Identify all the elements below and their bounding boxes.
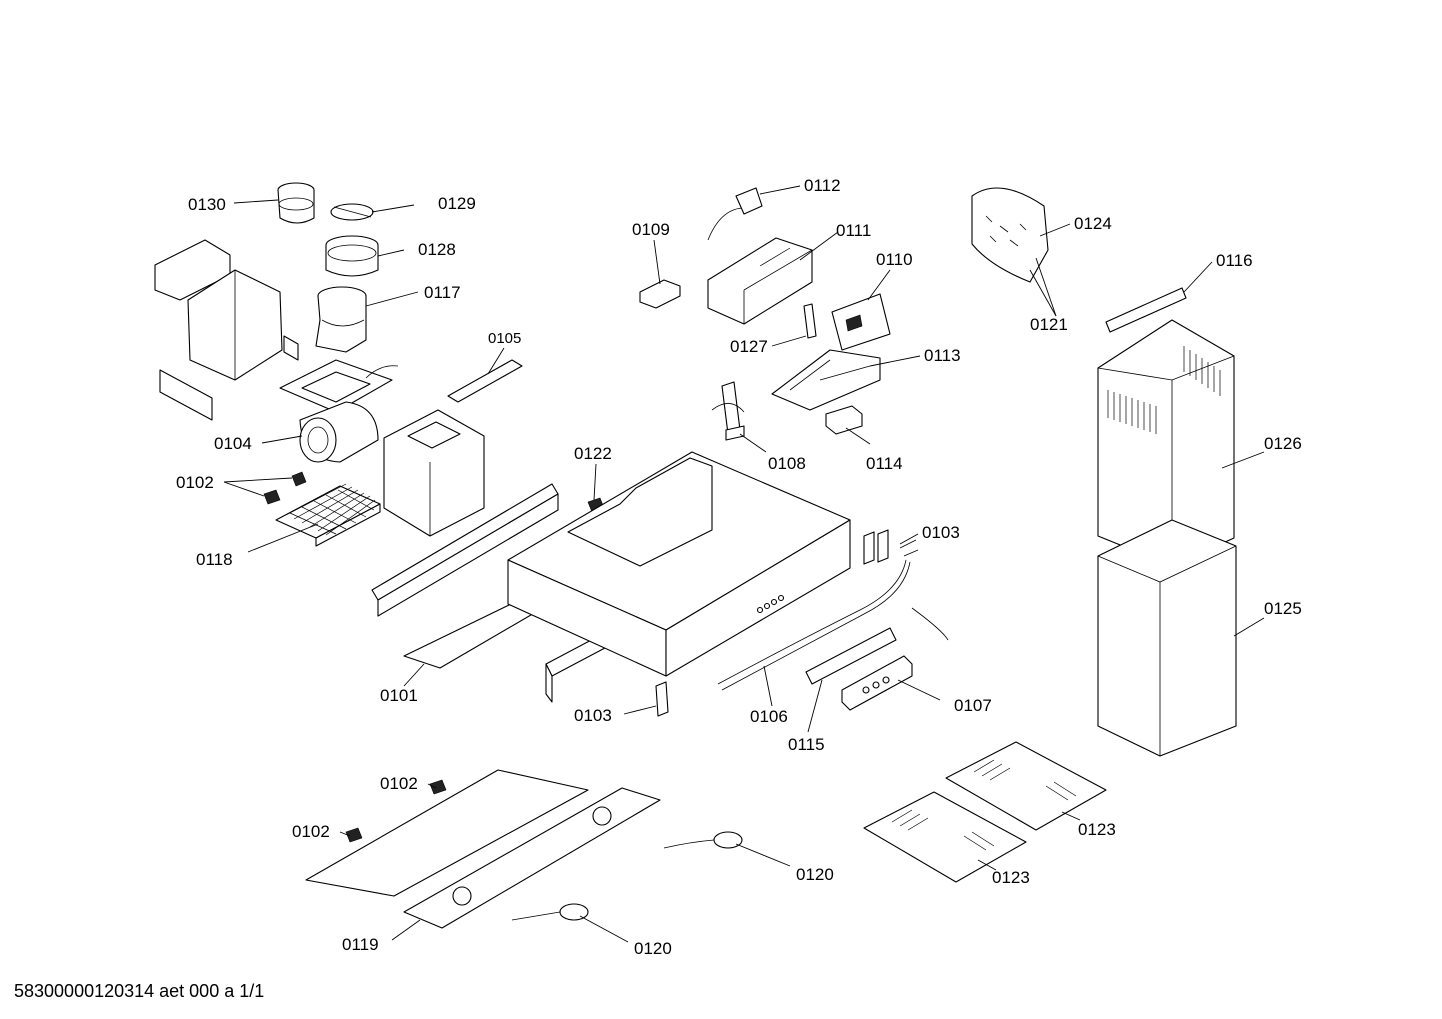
label-0124: 0124 — [1074, 214, 1112, 233]
leader-lines — [223, 185, 1265, 943]
duct-collar-0128 — [325, 235, 379, 277]
label-0129: 0129 — [438, 194, 476, 213]
wire-0103 — [899, 539, 919, 557]
label-0127: 0127 — [730, 337, 768, 356]
control-panel-0107 — [841, 607, 949, 711]
label-0125: 0125 — [1264, 599, 1302, 618]
label-0113: 0113 — [924, 346, 961, 365]
label-0114: 0114 — [866, 454, 903, 473]
wire-harness-0106 — [717, 559, 911, 691]
hardware-bag-0124 — [971, 187, 1049, 283]
label-0122: 0122 — [574, 444, 612, 463]
label-0123-back: 0123 — [1078, 820, 1116, 839]
lower-chimney-0125 — [1097, 519, 1237, 757]
duct-adapter-0117 — [315, 286, 367, 353]
label-0107: 0107 — [954, 696, 992, 715]
capacitor-0109 — [639, 279, 681, 309]
terminal-housing-0113 — [771, 349, 881, 411]
label-0130: 0130 — [188, 195, 226, 214]
label-0102-lower-b: 0102 — [292, 822, 330, 841]
fan-motor-0104 — [279, 359, 399, 463]
label-0104: 0104 — [214, 434, 252, 453]
label-0126: 0126 — [1264, 434, 1302, 453]
label-0111: 0111 — [836, 221, 871, 240]
mounting-bracket-0116 — [1105, 287, 1187, 333]
capacitor-0127 — [803, 303, 817, 339]
switch-block-0114 — [825, 405, 863, 435]
filter-strip-0105 — [447, 359, 523, 403]
upper-chimney-0126 — [1097, 319, 1235, 567]
label-0120-lower: 0120 — [634, 939, 672, 958]
label-0117: 0117 — [424, 283, 461, 302]
hood-body — [507, 451, 851, 677]
duct-ring-0130 — [277, 182, 315, 224]
filter-0123-back — [945, 741, 1107, 831]
label-0112: 0112 — [804, 176, 841, 195]
label-0109: 0109 — [632, 220, 670, 239]
upper-bracket — [154, 239, 299, 421]
clips-0102-lower — [345, 779, 447, 843]
label-0103-right: 0103 — [922, 523, 960, 542]
label-0105: 0105 — [488, 330, 521, 347]
label-0118: 0118 — [196, 550, 233, 569]
bracket-0115 — [805, 627, 897, 685]
flap-disc-0129 — [330, 203, 374, 221]
label-0101: 0101 — [380, 686, 418, 705]
power-cord-0112 — [707, 187, 763, 241]
label-0116: 0116 — [1216, 251, 1253, 270]
label-0103-center: 0103 — [574, 706, 612, 725]
clips-0102 — [263, 471, 307, 505]
filter-0123-front — [863, 791, 1027, 883]
lamp-0120-lower — [511, 903, 589, 921]
label-0119: 0119 — [342, 935, 379, 954]
label-0123-front: 0123 — [992, 868, 1030, 887]
grease-filter-0118 — [275, 483, 381, 547]
label-0121: 0121 — [1030, 315, 1068, 334]
label-0102-upper: 0102 — [176, 473, 214, 492]
connector-0103 — [655, 681, 669, 717]
document-code: 58300000120314 aet 000 a 1/1 — [14, 981, 265, 1001]
circuit-board-0110 — [831, 293, 891, 351]
label-0115: 0115 — [788, 735, 825, 754]
connector-strip — [863, 529, 889, 565]
cover-plate-0119 — [305, 769, 661, 929]
wiring-0108 — [711, 381, 745, 441]
side-bracket — [383, 409, 485, 537]
label-0102-lower-a: 0102 — [380, 774, 418, 793]
lamp-0120-upper — [663, 831, 743, 849]
label-0110: 0110 — [876, 250, 913, 269]
label-0106: 0106 — [750, 707, 788, 726]
part-labels: 0130 0129 0128 0117 0105 0104 0102 0118 … — [176, 176, 1302, 958]
label-0108: 0108 — [768, 454, 806, 473]
control-buttons — [756, 594, 785, 614]
label-0128: 0128 — [418, 240, 456, 259]
control-box-0111 — [707, 237, 813, 325]
label-0120-upper: 0120 — [796, 865, 834, 884]
